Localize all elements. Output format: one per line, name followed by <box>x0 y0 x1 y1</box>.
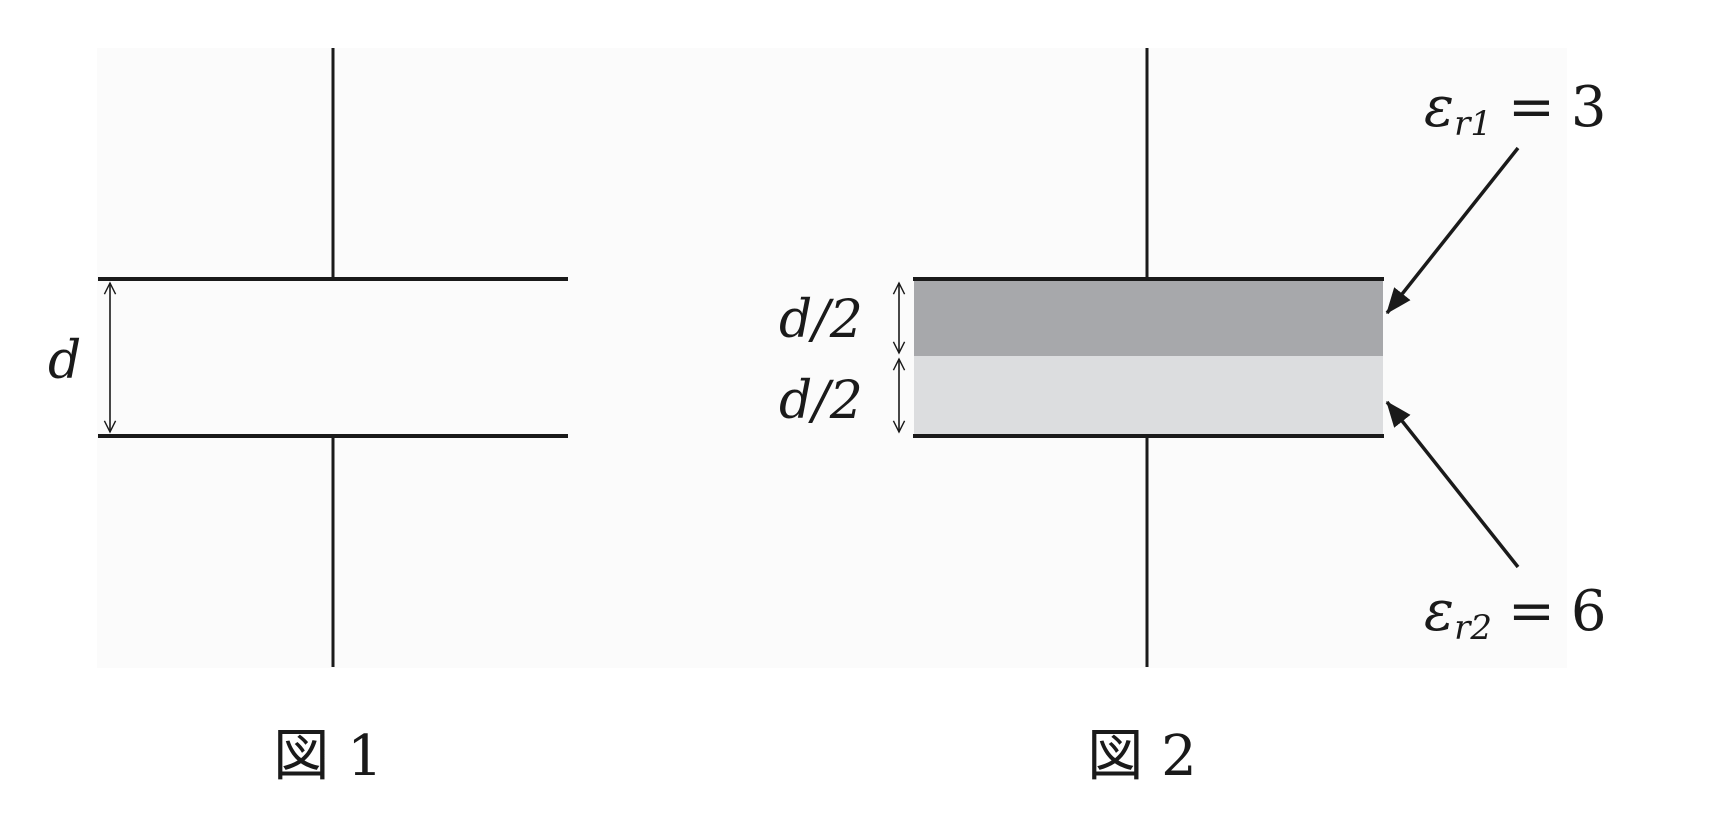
lower-dielectric-pointer-arrow <box>1385 400 1520 569</box>
fig1-gap-label: d <box>48 331 81 391</box>
lower-permittivity-value: 6 <box>1571 579 1607 644</box>
figure-1: d 図 1 <box>48 48 568 789</box>
lower-permittivity-label: εr2 =6 <box>1424 579 1607 648</box>
upper-permittivity-symbol: ε <box>1424 75 1454 140</box>
fig2-upper-gap-label: d/2 <box>779 290 863 350</box>
lower-permittivity-equals: = <box>1508 579 1555 644</box>
upper-permittivity-value: 3 <box>1571 75 1607 140</box>
figure-2: d/2 d/2 εr1=3 εr2=6 図 2 <box>779 48 1607 789</box>
fig2-caption: 図 2 <box>1087 724 1196 789</box>
fig1-caption: 図 1 <box>273 724 382 789</box>
upper-dielectric-pointer-arrow <box>1385 146 1520 315</box>
upper-permittivity-equals: = <box>1508 75 1555 140</box>
fig2-lower-gap-label: d/2 <box>779 371 863 431</box>
upper-dielectric-layer <box>914 280 1383 356</box>
upper-permittivity-label: εr1 =3 <box>1424 75 1607 144</box>
upper-permittivity-subscript: r1 <box>1454 104 1492 144</box>
lower-permittivity-symbol: ε <box>1424 579 1454 644</box>
lower-permittivity-subscript: r2 <box>1454 608 1492 648</box>
lower-dielectric-layer <box>914 356 1383 435</box>
